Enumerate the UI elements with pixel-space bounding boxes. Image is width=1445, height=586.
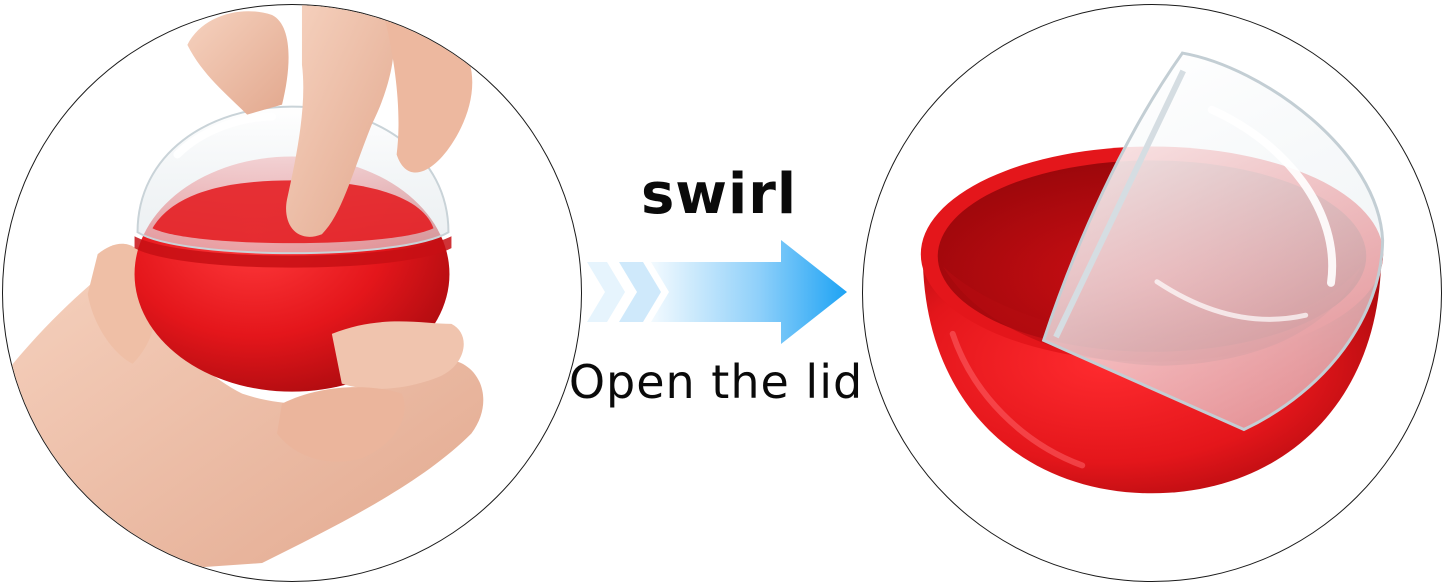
right-arrow-icon (587, 240, 847, 344)
open-capsule-image (920, 51, 1385, 494)
swirl-caption: swirl (640, 162, 798, 227)
open-lid-caption: Open the lid (568, 355, 864, 409)
open-capsule-photo (862, 4, 1442, 582)
closed-capsule-photo (2, 4, 582, 582)
closed-capsule-image (3, 5, 484, 581)
